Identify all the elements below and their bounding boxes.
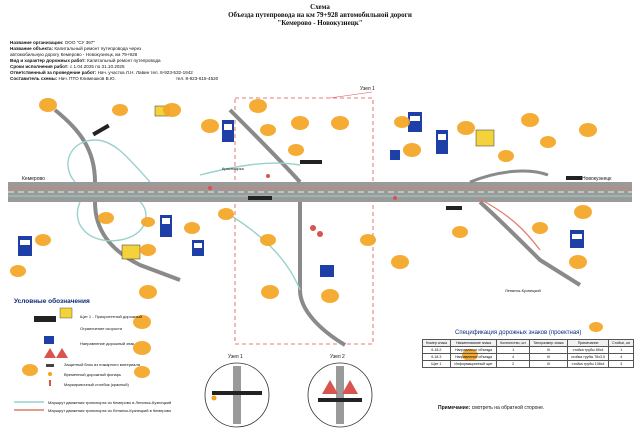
spec-h-size: Типоразмер знака [529,339,568,347]
city-right-label: Новокузнецк [582,176,612,182]
spec-header-row: Номер знака Наименование знака Количеств… [422,339,634,347]
node-2-sign-b [342,380,358,394]
sign-blue-5 [408,112,422,132]
node-2-road [336,366,344,424]
road-mid-label: Красноярка [222,166,244,171]
legend-title: Условные обозначения [14,297,90,305]
barrier-5 [446,206,462,210]
central-ramp-north [228,108,302,184]
node-1-detail-label: Узел 1 [228,354,243,360]
info-org: Название организации: ООО "СУ 367" [10,40,95,45]
loop-route-a-2 [76,201,147,242]
title-line-3: "Кемерово - Новокузнецк" [277,19,363,27]
barrier-2 [300,160,322,164]
spec-table: Номер знака Наименование знака Количеств… [422,339,634,368]
info-board-1 [121,244,141,260]
central-road-south [298,202,347,347]
sign-blue-1 [222,120,234,142]
info-dates: Сроки исполнения работ: с 1.04.2025 по 3… [10,64,125,69]
spec-h-note: Примечание [566,339,610,347]
info-responsible: Ответственный за проведение работ: Нач. … [10,70,193,75]
legend-item-7: Маршрут движения транспорта из Кемерово … [48,400,171,405]
legend-item-5: Временный дорожный фонарь [64,372,121,377]
legend-sym-direction [44,336,54,344]
sign-blue-8 [320,265,334,277]
spec-h-num: Номер знака [422,339,451,347]
city-left-label: Кемерово [22,176,45,182]
ramp-nw [53,108,97,183]
spec-h-posts: Стойки, шт [608,339,634,347]
node-2-barrier [318,398,362,402]
legend-item-4: Защитный блок из пожарного материала [64,362,141,367]
legend-sym-board [34,316,56,322]
node-1-map-label: Узел 1 [360,86,375,92]
info-work: Вид и характер дорожных работ: Капитальн… [10,58,161,63]
loop-route-a [67,139,151,183]
sign-blue-7 [192,240,204,256]
node-2-detail-label: Узел 2 [330,354,345,360]
legend-sym-block [46,364,54,367]
node-1-barrier [212,391,262,395]
callout-bubbles [10,98,603,378]
node-2-sign-a [322,380,338,394]
info-board-2 [475,129,495,147]
route-b-ramp [477,197,541,251]
legend-item-8: Маршрут движения транспорта из Ленинск-К… [48,408,172,413]
spec-title: Спецификация дорожных знаков (проектная) [455,330,582,336]
legend-sym-warning-2 [56,348,68,358]
legend-item-3: Направление дорожный знак [80,341,134,346]
detour-north [199,162,301,176]
legend-sym-speed [59,307,73,319]
node-1-leader [329,91,373,99]
legend-item-1: Щит 1 - Приоритетный дорожный [80,314,142,319]
legend-item-6: Маркировочный столбик (красный) [64,382,129,387]
title-line-1: Схема [310,3,330,11]
sign-blue-6 [570,230,584,248]
detour-south [229,214,301,291]
info-object-2: автомобильную дорогу Кемерово - Новокузн… [10,52,138,57]
legend-sym-warning [44,348,56,358]
info-object: Название объекта: Капитальный ремонт пут… [10,46,142,51]
legend-sym-post [49,380,51,386]
ramp-northeast [469,169,549,184]
sign-blue-9 [390,150,400,160]
barrier-4 [566,176,582,180]
spec-h-name: Наименование знака [449,339,498,347]
legend-item-2: Ограничение скорости [80,326,122,331]
sign-blue-2 [160,215,172,237]
barrier-3 [248,196,272,200]
title-line-2: Объезда путепровода на км 79+928 автомоб… [228,11,412,19]
work-zone-boundary [234,97,374,345]
node-1-lamp [211,395,217,401]
red-markers [208,174,397,237]
legend-sym-lamp [48,372,52,376]
note: Примечание: смотреть на обратной стороне… [438,405,545,411]
spec-h-qty: Количество, шт [496,339,531,347]
ramp-southeast [478,200,582,287]
info-author: Составитель схемы: Нач. ПТО Климешков В.… [10,76,219,81]
road-lower-right-label: Ленинск-Кузнецкий [505,288,541,293]
sign-blue-3 [18,236,32,256]
barrier-1 [92,123,110,137]
sign-blue-4 [436,130,448,154]
